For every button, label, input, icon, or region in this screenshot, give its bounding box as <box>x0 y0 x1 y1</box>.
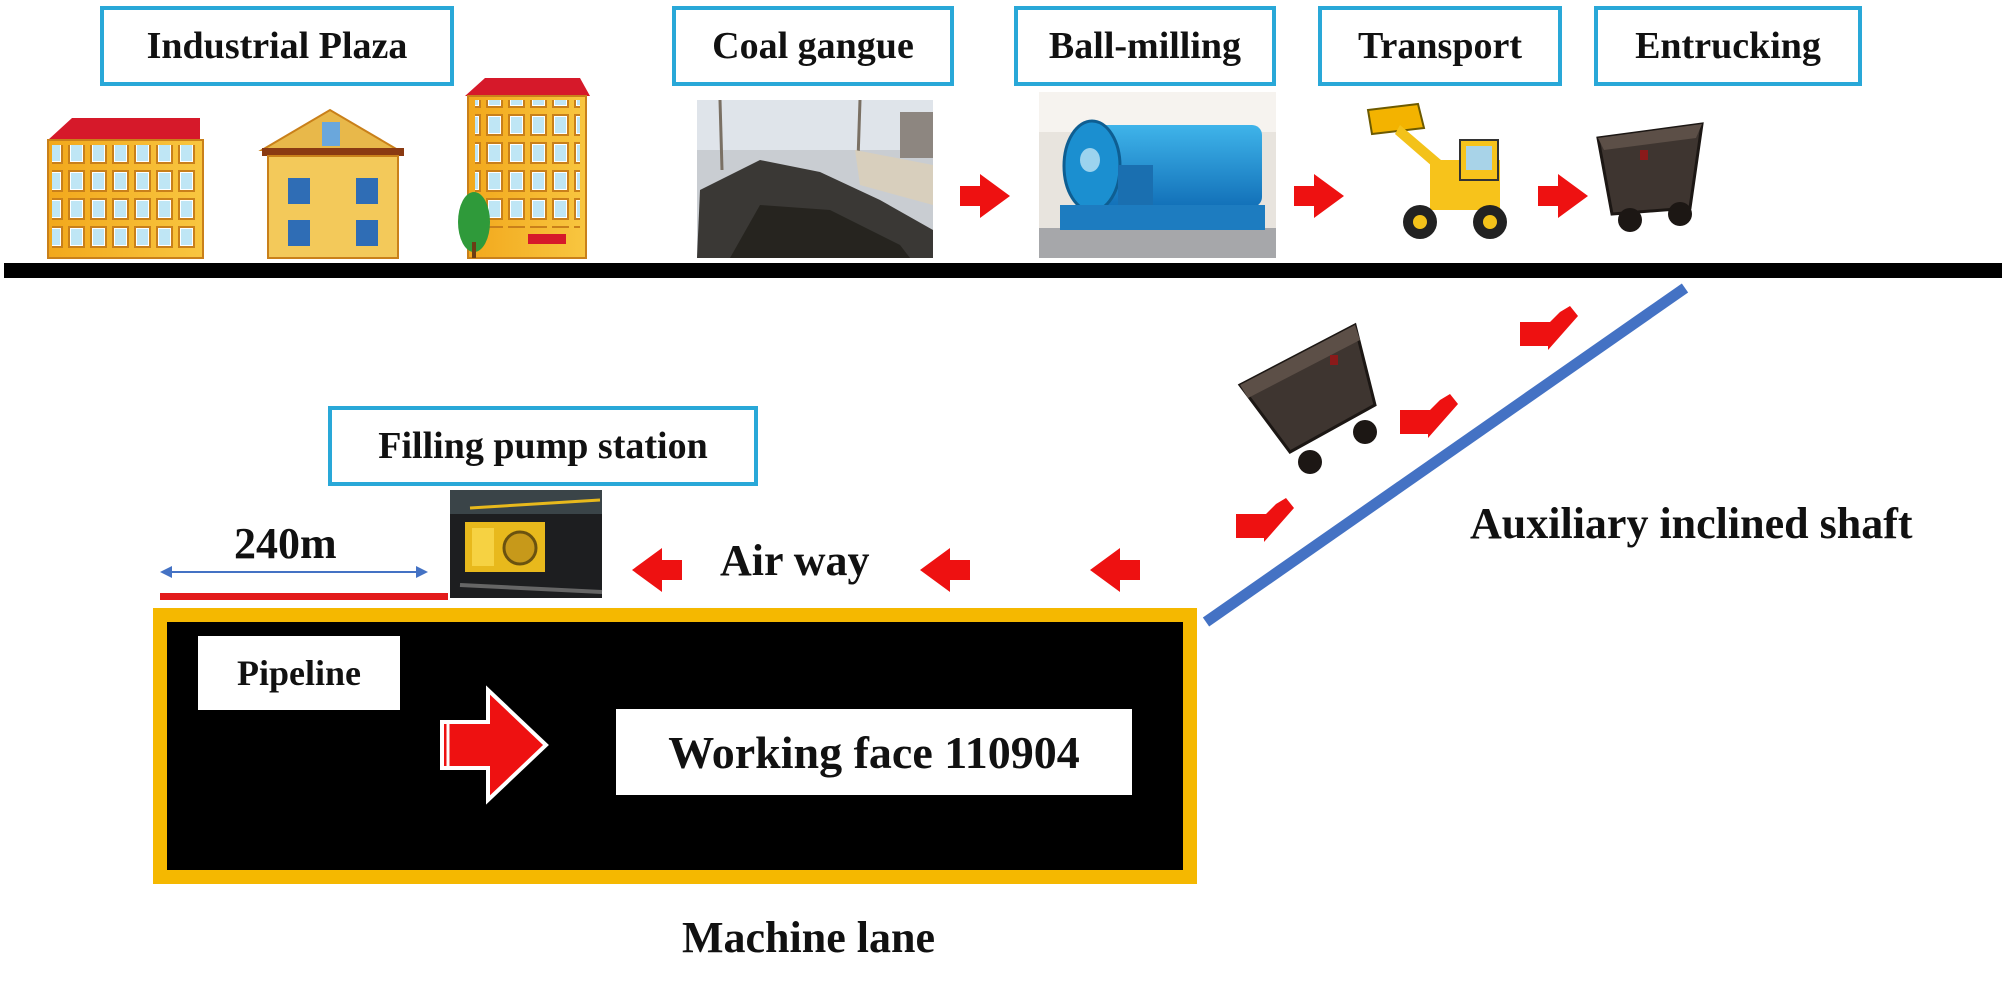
auxiliary-inclined-shaft-label: Auxiliary inclined shaft <box>1470 499 1913 548</box>
entrucking-label: Entrucking <box>1594 6 1862 86</box>
ground-line <box>4 263 2002 278</box>
ball-milling-label: Ball-milling <box>1014 6 1276 86</box>
coal-gangue-label: Coal gangue <box>672 6 954 86</box>
tower-building-icon <box>458 78 590 259</box>
flow-arrow <box>1294 174 1344 218</box>
ball-mill-photo <box>1039 92 1276 258</box>
distance-label: 240m <box>234 519 337 568</box>
flow-arrow <box>632 548 682 592</box>
flow-arrow <box>1538 174 1588 218</box>
pipeline-arrow-icon <box>440 685 549 805</box>
machine-lane-label: Machine lane <box>682 913 935 962</box>
house-icon <box>258 108 404 259</box>
transport-label: Transport <box>1318 6 1562 86</box>
air-way-label: Air way <box>720 536 870 585</box>
coal-gangue-photo <box>697 99 933 258</box>
distance-bar <box>160 593 448 600</box>
flow-arrow <box>960 174 1010 218</box>
flow-arrow <box>1400 394 1458 438</box>
flow-arrow <box>1090 548 1140 592</box>
auxiliary-inclined-shaft <box>1202 283 1689 627</box>
building-icon <box>47 118 204 259</box>
working-face-label: Working face 110904 <box>616 709 1132 795</box>
dimension-arrow <box>160 566 428 578</box>
flow-arrow <box>1236 498 1294 542</box>
flow-arrow <box>1520 306 1578 350</box>
mine-car-icon <box>1237 322 1377 474</box>
filling-pump-station-label: Filling pump station <box>328 406 758 486</box>
wheel-loader-icon <box>1366 102 1507 239</box>
filling-pump-photo <box>450 490 603 598</box>
pipeline-label: Pipeline <box>198 636 400 710</box>
mine-car-icon <box>1596 122 1704 232</box>
flow-arrow <box>920 548 970 592</box>
industrial-plaza-label: Industrial Plaza <box>100 6 454 86</box>
